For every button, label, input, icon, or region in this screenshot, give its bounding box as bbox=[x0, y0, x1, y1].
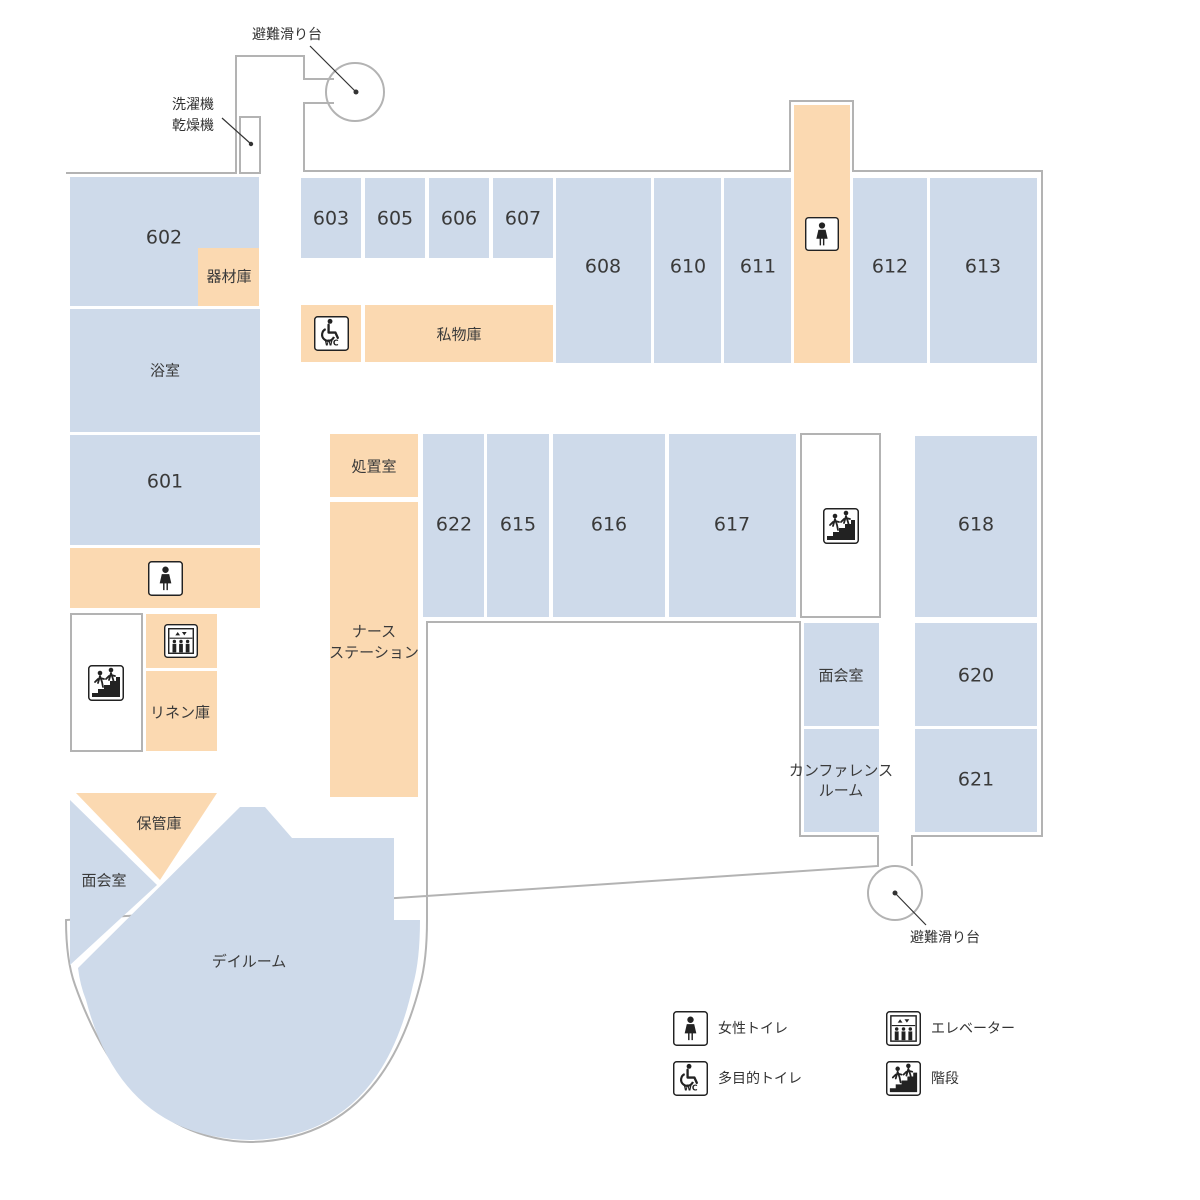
visiting-room-right[interactable] bbox=[804, 623, 879, 726]
treatment-room-label: 処置室 bbox=[351, 458, 396, 476]
legend-multipurpose-toilet-label: 多目的トイレ bbox=[718, 1070, 802, 1087]
nurse-station[interactable] bbox=[330, 502, 418, 797]
room-603[interactable] bbox=[301, 178, 361, 258]
storage-room-label: 保管庫 bbox=[136, 815, 181, 833]
room-610-label: 610 bbox=[670, 256, 706, 278]
room-618[interactable] bbox=[915, 436, 1037, 617]
nurse-station-label-line1: ナース bbox=[352, 623, 396, 641]
elevator-icon bbox=[886, 1011, 921, 1046]
room-607-label: 607 bbox=[505, 208, 541, 230]
dayroom-label: デイルーム bbox=[212, 953, 287, 971]
room-606[interactable] bbox=[429, 178, 489, 258]
legend: 女性トイレ 多目的トイレ エレベーター 階段 bbox=[673, 1011, 1015, 1096]
room-621-label: 621 bbox=[958, 769, 994, 791]
storage-room[interactable] bbox=[76, 793, 217, 880]
stairs-icon bbox=[886, 1061, 921, 1096]
elevator-icon bbox=[164, 624, 198, 658]
visiting-room-left-label: 面会室 bbox=[81, 872, 126, 890]
room-620[interactable] bbox=[915, 623, 1037, 726]
treatment-room[interactable] bbox=[330, 434, 418, 497]
washer-label-line1: 洗濯機 bbox=[172, 97, 214, 113]
room-622[interactable] bbox=[423, 434, 484, 617]
room-607[interactable] bbox=[493, 178, 553, 258]
legend-stairs-label: 階段 bbox=[931, 1071, 959, 1087]
room-618-label: 618 bbox=[958, 514, 994, 536]
linen-storage-label: リネン庫 bbox=[150, 704, 210, 722]
conference-room-label-line2: ルーム bbox=[819, 782, 864, 800]
room-608-label: 608 bbox=[585, 256, 621, 278]
private-storage-label: 私物庫 bbox=[436, 326, 481, 344]
bathroom-label: 浴室 bbox=[150, 362, 180, 380]
womens-toilet-icon bbox=[673, 1011, 708, 1046]
escape-slide-bottom-label: 避難滑り台 bbox=[910, 929, 980, 946]
room-601[interactable] bbox=[70, 435, 260, 545]
conference-room[interactable] bbox=[804, 729, 879, 832]
room-601-label: 601 bbox=[147, 471, 183, 493]
room-617-label: 617 bbox=[714, 514, 750, 536]
bathroom[interactable] bbox=[70, 309, 260, 432]
wheelchair-wc-icon bbox=[314, 316, 349, 351]
linen-storage[interactable] bbox=[146, 671, 217, 751]
room-612[interactable] bbox=[853, 178, 927, 363]
private-storage[interactable] bbox=[365, 305, 553, 362]
washer-leader bbox=[221, 117, 252, 145]
room-622-label: 622 bbox=[436, 514, 472, 536]
escape-slide-top-dot bbox=[353, 89, 359, 95]
room-613-label: 613 bbox=[965, 256, 1001, 278]
room-621[interactable] bbox=[915, 729, 1037, 832]
room-606-label: 606 bbox=[441, 208, 477, 230]
escape-slide-top-label: 避難滑り台 bbox=[252, 26, 322, 43]
legend-elevator-label: エレベーター bbox=[931, 1021, 1015, 1037]
building-outline bbox=[64, 55, 1043, 1144]
womens-toilet-icon bbox=[805, 217, 839, 251]
room-611-label: 611 bbox=[740, 256, 776, 278]
washer-label-line2: 乾燥機 bbox=[172, 118, 214, 134]
room-613[interactable] bbox=[930, 178, 1037, 363]
room-615-label: 615 bbox=[500, 514, 536, 536]
escape-slide-bottom-dot bbox=[892, 890, 898, 896]
stairs-icon bbox=[88, 665, 124, 701]
equipment-storage[interactable] bbox=[198, 248, 259, 306]
room-610[interactable] bbox=[654, 178, 721, 363]
room-608[interactable] bbox=[556, 178, 651, 363]
wheelchair-wc-icon bbox=[673, 1061, 708, 1096]
room-603-label: 603 bbox=[313, 208, 349, 230]
escape-slide-top-leader bbox=[309, 45, 357, 93]
escape-slide-bottom-leader bbox=[894, 892, 927, 926]
room-616[interactable] bbox=[553, 434, 665, 617]
visiting-room-right-label: 面会室 bbox=[818, 667, 863, 685]
room-615[interactable] bbox=[487, 434, 549, 617]
washer-dot bbox=[248, 141, 254, 147]
nurse-station-label-line2: ステーション bbox=[329, 644, 419, 662]
room-620-label: 620 bbox=[958, 665, 994, 687]
room-617[interactable] bbox=[669, 434, 796, 617]
conference-room-label-line1: カンファレンス bbox=[789, 762, 893, 780]
room-616-label: 616 bbox=[591, 514, 627, 536]
room-612-label: 612 bbox=[872, 256, 908, 278]
dayroom[interactable] bbox=[78, 807, 420, 1140]
legend-womens-toilet-label: 女性トイレ bbox=[718, 1020, 788, 1037]
visiting-room-left[interactable] bbox=[70, 800, 157, 965]
room-611[interactable] bbox=[724, 178, 791, 363]
room-605[interactable] bbox=[365, 178, 425, 258]
room-605-label: 605 bbox=[377, 208, 413, 230]
room-602-label: 602 bbox=[146, 227, 182, 249]
equipment-storage-label: 器材庫 bbox=[206, 268, 251, 286]
womens-toilet-icon bbox=[148, 561, 183, 596]
stairs-icon bbox=[823, 508, 859, 544]
